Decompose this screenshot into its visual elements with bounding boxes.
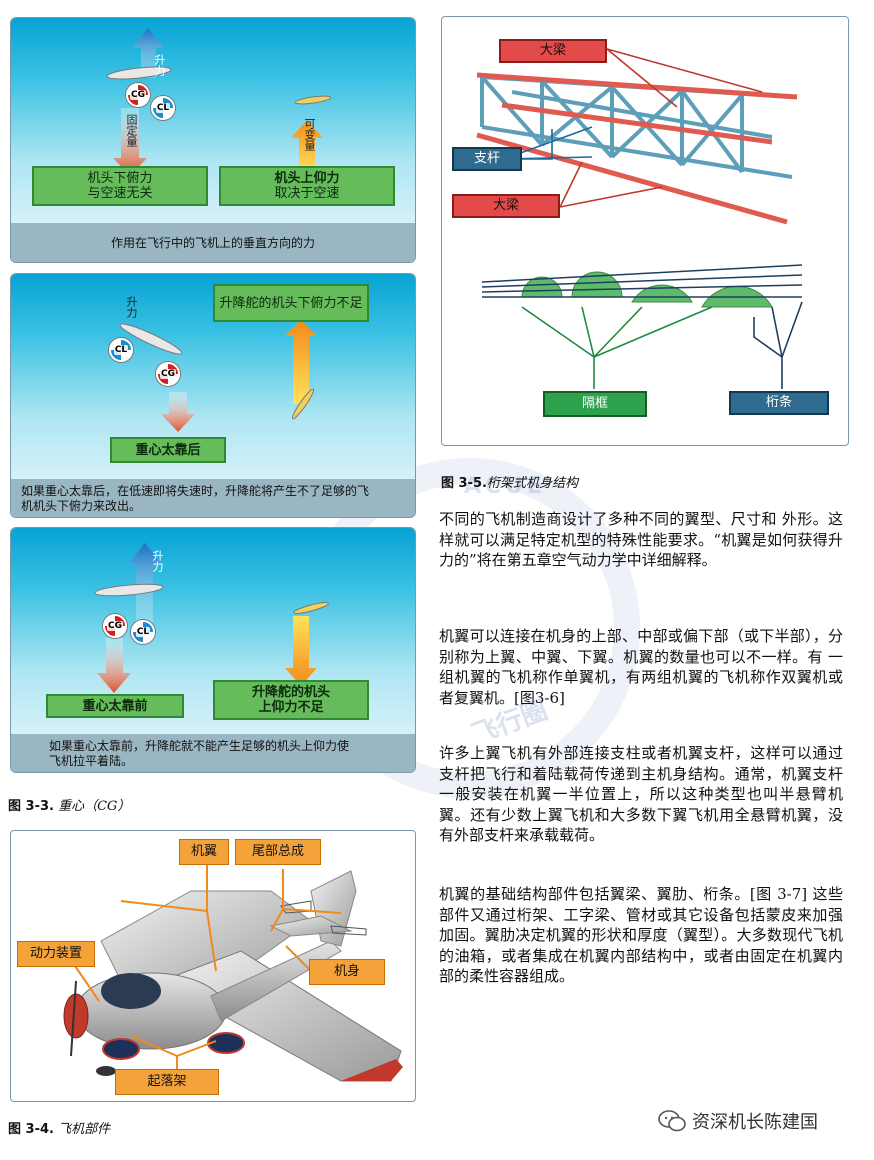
airplane-components-figure: 机翼 尾部总成 动力装置 机身 起落架 — [10, 830, 416, 1102]
cl-marker: CL — [151, 96, 175, 120]
panel3-caption: 如果重心太靠前，升降舵就不能产生足够的机头上仰力使 飞机拉平着陆。 — [11, 734, 415, 772]
powerplant-label: 动力装置 — [17, 941, 95, 967]
elevator-insufficient-box: 升降舵的机头下俯力不足 — [213, 284, 369, 322]
cg-marker: CG — [156, 362, 180, 386]
cg-marker: CG — [103, 614, 127, 638]
paragraph-airfoils: 不同的飞机制造商设计了多种不同的翼型、尺寸和 外形。这样就可以满足特定机型的特殊… — [439, 510, 843, 569]
paragraph-wing-structure: 机翼的基础结构部件包括翼梁、翼肋、桁条。[图 3-7] 这些部件又通过桁架、工字… — [439, 885, 843, 985]
truss-illustration — [476, 48, 803, 389]
panel2-caption: 如果重心太靠后，在低速即将失速时，升降舵将产生不了足够的飞 机机头下俯力来改出。 — [11, 479, 415, 517]
cg-marker: CG — [126, 83, 150, 107]
stringer-label: 桁条 — [729, 391, 829, 415]
tail-assembly-label: 尾部总成 — [235, 839, 321, 865]
cg-panel-aft: 升力 CL CG 升降舵的机头下俯力不足 重心太靠后 如果重心太靠后，在低速即将… — [10, 273, 416, 518]
lift-label: 升力 — [153, 54, 166, 76]
paragraph-wing-struts: 许多上翼飞机有外部连接支柱或者机翼支杆，这样可以通过支杆把飞行和着陆载荷传递到主… — [439, 744, 843, 844]
cl-marker: CL — [131, 620, 155, 644]
variable-label: 可变量 — [303, 118, 316, 151]
cg-too-aft-box: 重心太靠后 — [110, 437, 226, 463]
lift-label: 升力 — [151, 550, 164, 572]
panel1-caption: 作用在飞行中的飞机上的垂直方向的力 — [11, 223, 415, 262]
landing-gear-label: 起落架 — [115, 1069, 219, 1095]
fixed-label: 固定量 — [125, 114, 138, 147]
strut-label: 支杆 — [452, 147, 522, 171]
watermark-text-top: ACUE — [464, 474, 547, 499]
forces-diagram — [106, 28, 332, 176]
longeron-bottom-label: 大梁 — [452, 194, 560, 218]
wing-label: 机翼 — [179, 839, 229, 865]
figure-3-3-caption: 图 3-3. 重心（CG） — [8, 799, 131, 814]
figure-3-4-caption: 图 3-4. 飞机部件 — [8, 1122, 111, 1137]
aft-cg-diagram — [119, 320, 317, 432]
cg-too-forward-box: 重心太靠前 — [46, 694, 184, 718]
cl-marker: CL — [109, 338, 133, 362]
bulkhead-label: 隔框 — [543, 391, 647, 417]
cg-panel-forces: 升力 固定量 可变量 CG CL 机头下俯力 与空速无关 机头上仰力 取决于空速… — [10, 17, 416, 263]
account-name: 资深机长陈建国 — [692, 1112, 818, 1133]
wechat-icon — [658, 1110, 686, 1132]
figure-3-5-caption: 图 3-5.桁架式机身结构 — [441, 476, 578, 491]
elevator-nose-up-insufficient-box: 升降舵的机头 上仰力不足 — [213, 680, 369, 720]
paragraph-wing-position: 机翼可以连接在机身的上部、中部或偏下部（或下半部），分别称为上翼、中翼、下翼。机… — [439, 627, 843, 707]
nose-up-force-box: 机头上仰力 取决于空速 — [219, 166, 395, 206]
airplane-illustration — [63, 863, 403, 1082]
cg-panel-forward: 升力 CG CL 重心太靠前 升降舵的机头 上仰力不足 如果重心太靠前，升降舵就… — [10, 527, 416, 773]
fuselage-label: 机身 — [309, 959, 385, 985]
account-signature: 资深机长陈建国 — [658, 1108, 818, 1134]
lift-label: 升力 — [125, 296, 138, 318]
nose-down-force-box: 机头下俯力 与空速无关 — [32, 166, 208, 206]
longeron-top-label: 大梁 — [499, 39, 607, 63]
truss-fuselage-figure: 大梁 支杆 大梁 隔框 桁条 — [441, 16, 849, 446]
forward-cg-diagram — [94, 543, 329, 693]
